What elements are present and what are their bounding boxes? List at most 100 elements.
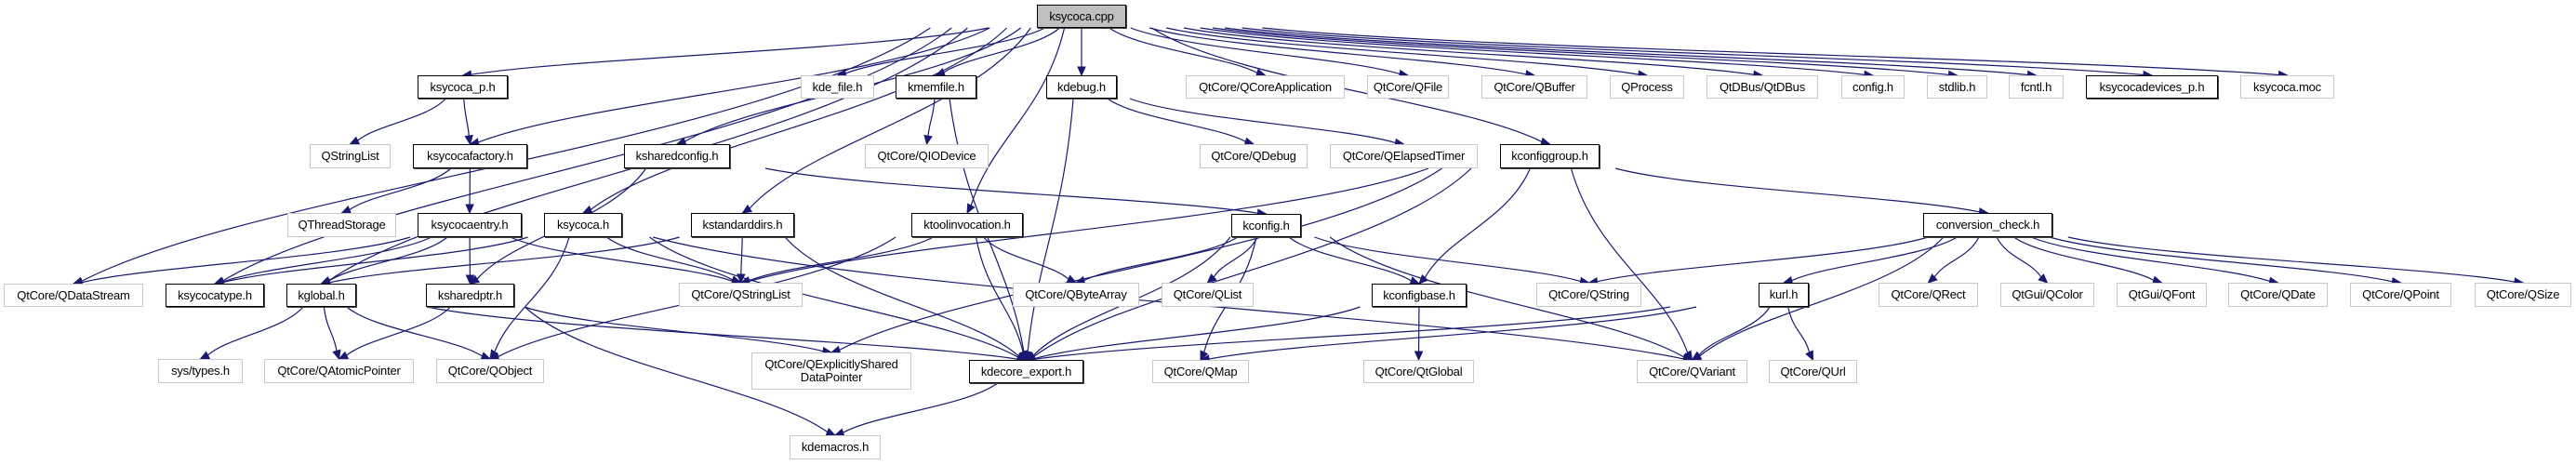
edge-kconfigbase-h-to-kdecore-export-h — [1034, 306, 1361, 360]
edge-ksycoca-h-to-kdecore-export-h — [649, 236, 1019, 358]
node-qtcore-qatomicpointer: QtCore/QAtomicPointer — [264, 359, 414, 383]
node-ksycoca-cpp[interactable]: ksycoca.cpp — [1037, 5, 1126, 28]
edge-kglobal-h-to-qobject — [346, 306, 483, 357]
node-kde-file-h: kde_file.h — [801, 75, 874, 99]
edge-kurl-h-to-qurl — [1787, 306, 1811, 353]
edge-ksycoca-cpp-to-ksycoca-p-h — [471, 27, 989, 75]
edge-kurl-h-to-kdecore-export-h — [1034, 306, 1670, 360]
node-qtcore-qdate: QtCore/QDate — [2228, 283, 2328, 307]
arrowhead-icon — [1805, 350, 1814, 362]
node-kurl-h[interactable]: kurl.h — [1759, 283, 1809, 307]
node-ksycocafactory-h[interactable]: ksycocafactory.h — [413, 144, 527, 168]
node-ksycoca-p-h[interactable]: ksycoca_p.h — [418, 75, 508, 99]
node-sys-types-h: sys/types.h — [158, 359, 243, 383]
edge-conversion-check-h-to-qsize — [2067, 236, 2516, 283]
arrowhead-icon — [199, 351, 211, 360]
edge-conversion-check-h-to-kurl-h — [1791, 236, 1958, 282]
arrowhead-icon — [349, 136, 361, 145]
edge-ksycoca-cpp-to-kstandarddirs-h — [749, 27, 1031, 209]
node-qtcore-qdatastream: QtCore/QDataStream — [4, 284, 143, 307]
arrowhead-icon — [1691, 351, 1703, 361]
node-qtcore-qstring: QtCore/QString — [1536, 283, 1641, 307]
edge-kstandarddirs-h-to-kdecore-export-h — [784, 236, 1019, 357]
edge-ksycoca-cpp-to-qfile — [1130, 27, 1401, 75]
edge-ktoolinvocation-h-to-kdecore-export-h — [975, 236, 1024, 352]
arrowhead-icon — [966, 203, 976, 215]
edge-ksycocaentry-h-to-qstringlist — [510, 236, 733, 282]
edge-kconfig-h-to-qbytearray — [1083, 236, 1239, 282]
node-kdecore-export-h[interactable]: kdecore_export.h — [969, 360, 1083, 383]
node-ktoolinvocation-h[interactable]: ktoolinvocation.h — [911, 213, 1023, 237]
node-kglobal-h[interactable]: kglobal.h — [286, 284, 356, 307]
arrowhead-icon — [332, 349, 341, 361]
arrowhead-icon — [581, 205, 593, 214]
edge-ktoolinvocation-h-to-qstringlist — [749, 236, 934, 282]
node-ksycocadevices-p-h[interactable]: ksycocadevices_p.h — [2086, 75, 2218, 99]
edge-kconfiggroup-h-to-qstringlist — [749, 167, 1429, 283]
edge-kconfig-h-to-qlist — [1213, 236, 1258, 278]
edge-conversion-check-h-to-qvariant — [1699, 236, 1945, 357]
edge-conversion-check-h-to-qstring — [1597, 236, 1929, 283]
node-kstandarddirs-h[interactable]: kstandarddirs.h — [691, 213, 794, 237]
edge-conversion-check-h-to-qdate — [2031, 236, 2270, 282]
node-qtcore-qfile: QtCore/QFile — [1367, 75, 1449, 99]
edge-kstandarddirs-h-to-kglobal-h — [329, 236, 680, 284]
edge-conversion-check-h-to-qrect — [1933, 236, 1980, 278]
arrowhead-icon — [338, 351, 350, 360]
edge-ksycoca-cpp-to-qbuffer — [1149, 27, 1527, 75]
edge-kurl-h-to-qvariant — [1698, 306, 1771, 356]
arrowhead-icon — [923, 134, 933, 146]
edge-ksycocaentry-h-to-kglobal-h — [328, 236, 448, 282]
node-qthreadstorage: QThreadStorage — [287, 213, 396, 237]
edge-ksycocafactory-h-to-qthreadstorage — [349, 167, 452, 211]
edge-kmemfile-h-to-qiodevice — [927, 98, 936, 137]
node-qstringlist: QStringList — [310, 144, 391, 168]
edge-kconfiggroup-h-to-qvariant — [1570, 167, 1689, 353]
edge-conversion-check-h-to-qfont — [2013, 236, 2155, 281]
arrowhead-icon — [465, 204, 474, 215]
edge-ksycoca-cpp-to-ksycoca-h — [590, 27, 1008, 210]
node-conversion-check-h[interactable]: conversion_check.h — [1923, 213, 2052, 237]
node-ksycocatype-h[interactable]: ksycocatype.h — [166, 284, 264, 307]
node-ksharedptr-h[interactable]: ksharedptr.h — [426, 284, 514, 307]
edge-ksycoca-cpp-to-ktoolinvocation-h — [970, 27, 1066, 206]
edge-ksycoca-cpp-to-qcoreapplication — [1109, 27, 1258, 73]
edge-ksycoca-cpp-to-ksycocafactory-h — [478, 27, 990, 143]
node-ksharedconfig-h[interactable]: ksharedconfig.h — [624, 144, 730, 168]
edge-ksycoca-p-h-to-qstringlist-plain — [357, 98, 446, 141]
node-qtcore-qstringlist: QtCore/QStringList — [679, 283, 803, 307]
edge-conversion-check-h-to-qcolor — [1996, 236, 2042, 278]
edge-kconfiggroup-h-to-kconfigbase-h — [1424, 167, 1531, 278]
edge-ksycoca-cpp-to-ksycoca-moc — [1262, 27, 2279, 76]
node-qtcore-qobject: QtCore/QObject — [436, 359, 544, 383]
node-ksycocaentry-h[interactable]: ksycocaentry.h — [418, 213, 522, 237]
node-kmemfile-h[interactable]: kmemfile.h — [896, 75, 976, 99]
edge-ksycoca-cpp-to-ksycocadevices-p-h — [1242, 27, 2144, 76]
edge-ksycoca-cpp-to-kde-file-h — [845, 27, 1045, 74]
node-qtcore-qmap: QtCore/QMap — [1152, 360, 1249, 383]
node-kconfigbase-h[interactable]: kconfigbase.h — [1372, 284, 1467, 307]
node-qtcore-qpoint: QtCore/QPoint — [2350, 283, 2451, 307]
node-ksycoca-h[interactable]: ksycoca.h — [544, 213, 622, 237]
arrowhead-icon — [741, 204, 753, 214]
edge-kconfiggroup-h-to-conversion-check-h — [1614, 167, 1980, 213]
node-qtcore-qbuffer: QtCore/QBuffer — [1481, 75, 1587, 99]
edge-ksycoca-cpp-to-qtdbus — [1183, 27, 1755, 75]
node-kconfig-h[interactable]: kconfig.h — [1231, 214, 1301, 237]
edge-kconfig-h-to-qstring — [1314, 236, 1581, 283]
edge-ksycoca-cpp-to-fcntl-h — [1224, 27, 2028, 76]
node-qtcore-qdebug: QtCore/QDebug — [1200, 144, 1308, 168]
node-kdebug-h[interactable]: kdebug.h — [1046, 75, 1117, 99]
edge-ksycocaentry-h-to-qdatastream — [81, 236, 411, 284]
edge-ksycocaentry-h-to-ksycocatype-h — [222, 236, 432, 283]
edge-kdecore-export-h-to-kdemacros-h — [843, 382, 999, 433]
node-qtcore-qtglobal: QtCore/QtGlobal — [1363, 360, 1474, 383]
arrowhead-icon — [1927, 273, 1938, 284]
edge-kglobal-h-to-kdecore-export-h — [427, 306, 1018, 360]
node-qtcore-qrect: QtCore/QRect — [1879, 283, 1978, 307]
edge-ksycoca-cpp-to-qprocess — [1166, 27, 1640, 75]
edge-ksycoca-cpp-to-stdlib-h — [1213, 27, 1949, 76]
node-kconfiggroup-h[interactable]: kconfiggroup.h — [1500, 144, 1600, 168]
edge-ksycoca-cpp-to-kconfiggroup-h — [1151, 27, 1543, 143]
